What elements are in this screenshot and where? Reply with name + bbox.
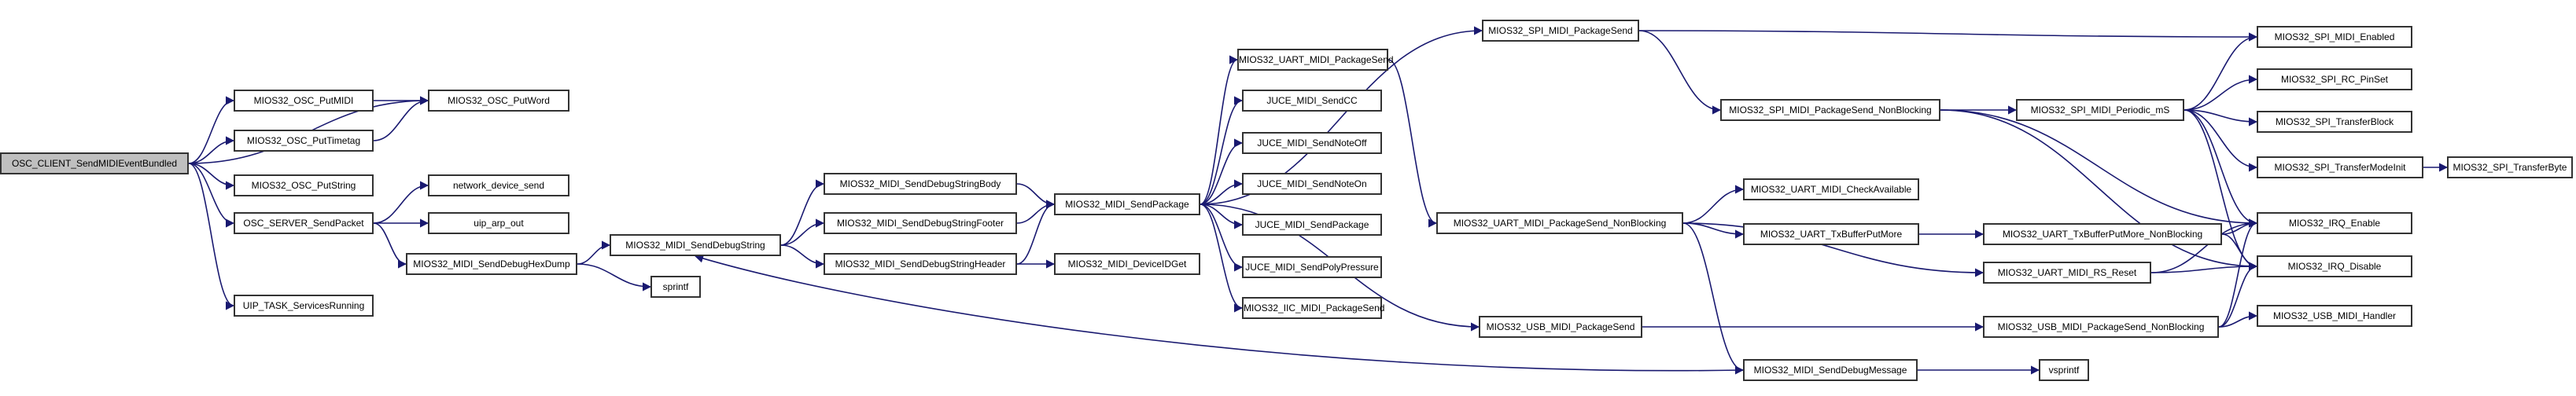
edge-periodic-to-transmode	[2184, 109, 2258, 172]
edge-header-to-sendpkg	[1016, 200, 1056, 265]
edge-spinb-to-irqdis	[1940, 109, 2258, 271]
node-hexdump[interactable]: MIOS32_MIDI_SendDebugHexDump	[406, 253, 577, 275]
node-usbnb[interactable]: MIOS32_USB_MIDI_PackageSend_NonBlocking	[1983, 316, 2219, 338]
edge-server-to-hexdump	[373, 222, 407, 269]
node-footer[interactable]: MIOS32_MIDI_SendDebugStringFooter	[824, 212, 1017, 234]
node-dbgmsg[interactable]: MIOS32_MIDI_SendDebugMessage	[1743, 359, 1918, 381]
node-usbsend[interactable]: MIOS32_USB_MIDI_PackageSend	[1479, 316, 1642, 338]
edge-hexdump-to-dbgstr	[577, 240, 611, 265]
edge-uartnb-to-rsreset	[1682, 222, 1985, 277]
node-puttimetag[interactable]: MIOS32_OSC_PutTimetag	[234, 130, 374, 152]
node-vsprintf[interactable]: vsprintf	[2039, 359, 2089, 381]
node-jcc[interactable]: JUCE_MIDI_SendCC	[1242, 90, 1382, 112]
edge-sendpkg-to-spisend	[1200, 26, 1483, 205]
edge-root-to-putstring	[188, 163, 235, 190]
edge-uartnb-to-checkavail	[1682, 185, 1745, 224]
node-txput[interactable]: MIOS32_UART_TxBufferPutMore	[1743, 223, 1919, 245]
edge-sendpkg-to-uartsend	[1200, 55, 1239, 205]
node-putword[interactable]: MIOS32_OSC_PutWord	[428, 90, 569, 112]
node-root[interactable]: OSC_CLIENT_SendMIDIEventBundled	[0, 152, 189, 174]
node-rcpin[interactable]: MIOS32_SPI_RC_PinSet	[2257, 68, 2412, 90]
edge-root-to-putmidi	[188, 96, 235, 164]
edge-sendpkg-to-jpoly	[1200, 204, 1244, 272]
edge-dbgstr-to-header	[780, 244, 825, 269]
node-iic[interactable]: MIOS32_IIC_MIDI_PackageSend	[1242, 297, 1384, 319]
edge-usbnb-to-irqen	[2218, 218, 2258, 328]
edge-sendpkg-to-iic	[1200, 204, 1244, 313]
edge-rsreset-to-irqen	[2150, 218, 2258, 273]
edge-periodic-to-spienabled	[2184, 32, 2258, 111]
node-spienabled[interactable]: MIOS32_SPI_MIDI_Enabled	[2257, 26, 2412, 48]
node-irqdis[interactable]: MIOS32_IRQ_Disable	[2257, 255, 2412, 277]
edge-periodic-to-rcpin	[2184, 75, 2258, 111]
edge-dbgmsg-to-dbgstr	[694, 254, 1744, 372]
node-putstring[interactable]: MIOS32_OSC_PutString	[234, 174, 374, 196]
node-jnon[interactable]: JUCE_MIDI_SendNoteOn	[1242, 173, 1382, 195]
edge-spisend-to-spinb	[1638, 30, 1722, 115]
edge-puttimetag-to-putword	[373, 96, 429, 141]
node-jpkg[interactable]: JUCE_MIDI_SendPackage	[1242, 214, 1382, 236]
edge-periodic-to-irqen	[2184, 109, 2258, 228]
edge-dbgstr-to-footer	[780, 218, 825, 246]
edge-spisend-to-spienabled	[1638, 30, 2258, 42]
node-rsreset[interactable]: MIOS32_UART_MIDI_RS_Reset	[1983, 262, 2151, 284]
edge-txputnb-to-irqdis	[2221, 233, 2258, 271]
node-transblock[interactable]: MIOS32_SPI_TransferBlock	[2257, 111, 2412, 133]
node-dbgstr[interactable]: MIOS32_MIDI_SendDebugString	[610, 234, 781, 256]
node-sprintf[interactable]: sprintf	[650, 276, 701, 298]
edge-server-to-netsend	[373, 181, 429, 224]
node-putmidi[interactable]: MIOS32_OSC_PutMIDI	[234, 90, 374, 112]
edge-body-to-sendpkg	[1016, 183, 1056, 209]
edge-uartsend-to-uartnb	[1388, 59, 1438, 228]
node-checkavail[interactable]: MIOS32_UART_MIDI_CheckAvailable	[1743, 178, 1919, 200]
edge-usbnb-to-irqdis	[2218, 262, 2258, 328]
node-devid[interactable]: MIOS32_MIDI_DeviceIDGet	[1054, 253, 1200, 275]
node-uartnb[interactable]: MIOS32_UART_MIDI_PackageSend_NonBlocking	[1436, 212, 1683, 234]
edge-usbnb-to-usbhandler	[2218, 311, 2258, 328]
node-netsend[interactable]: network_device_send	[428, 174, 569, 196]
node-body[interactable]: MIOS32_MIDI_SendDebugStringBody	[824, 173, 1017, 195]
edge-root-to-server	[188, 163, 235, 228]
node-header[interactable]: MIOS32_MIDI_SendDebugStringHeader	[824, 253, 1017, 275]
edge-rsreset-to-irqdis	[2150, 262, 2258, 273]
node-irqen[interactable]: MIOS32_IRQ_Enable	[2257, 212, 2412, 234]
edge-spinb-to-irqen	[1940, 109, 2258, 228]
node-uip[interactable]: UIP_TASK_ServicesRunning	[234, 295, 374, 317]
node-spinb[interactable]: MIOS32_SPI_MIDI_PackageSend_NonBlocking	[1720, 99, 1940, 121]
edge-periodic-to-transblock	[2184, 109, 2258, 126]
edge-sendpkg-to-jcc	[1200, 96, 1244, 205]
node-transmode[interactable]: MIOS32_SPI_TransferModeInit	[2257, 156, 2423, 178]
edge-sendpkg-to-jnoff	[1200, 138, 1244, 205]
node-uartsend[interactable]: MIOS32_UART_MIDI_PackageSend	[1237, 49, 1394, 71]
node-jpoly[interactable]: JUCE_MIDI_SendPolyPressure	[1242, 256, 1382, 278]
node-spisend[interactable]: MIOS32_SPI_MIDI_PackageSend	[1482, 20, 1639, 42]
node-periodic[interactable]: MIOS32_SPI_MIDI_Periodic_mS	[2016, 99, 2184, 121]
node-transbyte[interactable]: MIOS32_SPI_TransferByte	[2447, 156, 2573, 178]
node-sendpkg[interactable]: MIOS32_MIDI_SendPackage	[1054, 193, 1200, 215]
edge-dbgstr-to-body	[780, 179, 825, 246]
node-arpout[interactable]: uip_arp_out	[428, 212, 569, 234]
edge-root-to-uip	[188, 163, 235, 310]
edge-txputnb-to-irqen	[2221, 218, 2258, 235]
node-usbhandler[interactable]: MIOS32_USB_MIDI_Handler	[2257, 305, 2412, 327]
node-server[interactable]: OSC_SERVER_SendPacket	[234, 212, 374, 234]
edge-uartnb-to-dbgmsg	[1682, 222, 1745, 375]
edge-hexdump-to-sprintf	[577, 263, 652, 292]
node-jnoff[interactable]: JUCE_MIDI_SendNoteOff	[1242, 132, 1382, 154]
node-txputnb[interactable]: MIOS32_UART_TxBufferPutMore_NonBlocking	[1983, 223, 2222, 245]
